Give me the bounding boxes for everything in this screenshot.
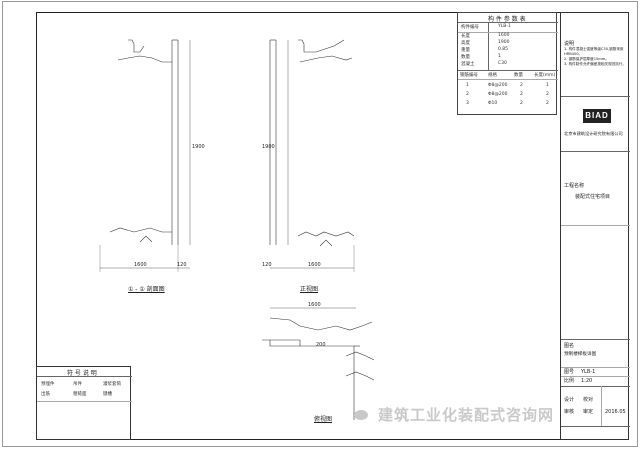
- parameter-table-title: 构 件 参 数 表: [488, 16, 526, 23]
- legend-item-3: 出筋: [41, 392, 50, 397]
- view1-dim-thick-text: 120: [177, 262, 187, 268]
- view3-bottom-edge: [262, 339, 300, 347]
- rebar-row-2-len: 2: [546, 101, 549, 106]
- param-label-5: 混凝土: [461, 62, 475, 67]
- rebar-header-1: 规格: [488, 73, 497, 78]
- legend-item-5: 键槽: [103, 392, 112, 397]
- scale-label: 比例: [564, 378, 575, 384]
- rebar-header-3: 长度(mm): [534, 73, 556, 78]
- sign-row-3: 审定: [583, 409, 594, 415]
- notes-block: 说明 1. 构件混凝土强度等级C30,钢筋采用HRB400。 2. 钢筋保护层厚…: [564, 41, 627, 67]
- view2-bottom-anchor: [319, 239, 333, 247]
- project-label: 工程名称: [564, 183, 585, 189]
- rebar-row-1-qty: 2: [520, 92, 523, 97]
- rebar-row-1-spec: Φ8@200: [488, 92, 508, 97]
- rebar-header-0: 钢筋编号: [460, 73, 478, 78]
- view3-title: 俯视图: [314, 416, 333, 423]
- view3-dim-top-text: 1600: [308, 302, 321, 308]
- view1-dim-height-text: 1900: [192, 144, 205, 150]
- rebar-row-0-spec: Φ8@200: [488, 83, 508, 88]
- param-label-2: 高度: [461, 41, 470, 46]
- param-value-5: C30: [498, 61, 507, 66]
- param-label-1: 长度: [461, 34, 470, 39]
- param-value-1: 1600: [498, 33, 510, 38]
- view2-dim-height-text: 1900: [262, 144, 275, 150]
- view3-dim-side-text: 200: [316, 342, 326, 348]
- rebar-row-1-len: 2: [546, 92, 549, 97]
- param-value-2: 1900: [498, 40, 510, 45]
- scale-value: 1:20: [581, 378, 593, 384]
- legend-item-1: 吊件: [73, 382, 82, 387]
- drawing-name: 预制楼梯板详图: [564, 352, 597, 357]
- view1-top-bracket: [128, 39, 145, 53]
- date-value: 2016.05: [605, 409, 626, 415]
- notes-line-0: 1. 构件混凝土强度等级C30,钢筋采用HRB400。: [564, 47, 624, 56]
- rebar-row-0-len: 1: [546, 83, 549, 88]
- legend-item-0: 预埋件: [41, 382, 55, 387]
- drawing-label: 图名: [564, 343, 575, 349]
- drawing-no-label: 图号: [564, 369, 575, 375]
- parameter-table: 构 件 参 数 表 构件编号 YLB-1 长度 1600 高度 1900 重量 …: [457, 12, 558, 115]
- rebar-row-2-qty: 2: [520, 101, 523, 106]
- view2-top-bracket: [298, 39, 345, 53]
- notes-line-2: 3. 构件制作允许偏差按相关规范执行。: [564, 62, 627, 66]
- view1-bottom-rebar: [109, 227, 172, 233]
- drawing-no: YLB-1: [581, 369, 596, 375]
- view3-top-rebar: [269, 317, 373, 331]
- notes-title: 说明: [564, 41, 575, 47]
- view1-dim-width-text: 1600: [134, 262, 147, 268]
- view2-dim-width-text: 1600: [308, 262, 321, 268]
- view2-bottom-rebar: [297, 231, 355, 237]
- watermark-text: 建筑工业化装配式咨询网: [378, 406, 555, 424]
- view2-geometry: [269, 39, 355, 272]
- legend-table: 符 号 说 明 预埋件 吊件 灌浆套筒 出筋 粗糙面 键槽: [36, 366, 132, 440]
- view3-rebar-side-2: [345, 371, 375, 381]
- wechat-icon: [354, 410, 368, 420]
- view1-bottom-anchor: [139, 235, 153, 243]
- view3-rebar-side-1: [345, 351, 375, 361]
- param-label-4: 数量: [461, 55, 470, 60]
- company-logo: BIAD: [583, 109, 611, 123]
- param-value-3: 0.85: [498, 47, 509, 52]
- param-value-4: 1: [498, 54, 501, 59]
- rebar-row-2-spec: Φ10: [488, 101, 498, 106]
- legend-item-2: 灌浆套筒: [103, 382, 121, 387]
- rebar-row-0-no: 1: [466, 83, 469, 88]
- sign-row-1: 校对: [583, 397, 594, 403]
- view1-geometry: [99, 39, 191, 272]
- view2-dim-thick-text: 120: [262, 262, 272, 268]
- view3-outline: [270, 339, 355, 420]
- param-label-0: 构件编号: [461, 25, 479, 30]
- sign-row-2: 审核: [564, 409, 575, 415]
- view1-top-rebar: [117, 55, 172, 63]
- param-value-0: YLB-1: [498, 24, 511, 29]
- view2-top-rebar: [299, 55, 353, 63]
- rebar-row-2-no: 3: [466, 101, 469, 106]
- rebar-header-2: 数量: [514, 73, 523, 78]
- company-name: 北京市建筑设计研究院有限公司: [564, 131, 623, 136]
- view2-title: 正视图: [300, 286, 319, 293]
- notes-line-1: 2. 钢筋保护层厚度15mm。: [564, 57, 609, 61]
- view3-geometry: [262, 307, 375, 420]
- param-label-3: 重量: [461, 48, 470, 53]
- legend-item-4: 粗糙面: [73, 392, 87, 397]
- rebar-row-0-qty: 2: [520, 83, 523, 88]
- sign-row-0: 设计: [564, 397, 575, 403]
- project-name: 装配式住宅项目: [575, 194, 611, 200]
- title-block: 说明 1. 构件混凝土强度等级C30,钢筋采用HRB400。 2. 钢筋保护层厚…: [560, 12, 630, 440]
- rebar-row-1-no: 2: [466, 92, 469, 97]
- view1-title: ① - ① 剖面图: [128, 286, 165, 293]
- legend-title: 符 号 说 明: [67, 370, 97, 377]
